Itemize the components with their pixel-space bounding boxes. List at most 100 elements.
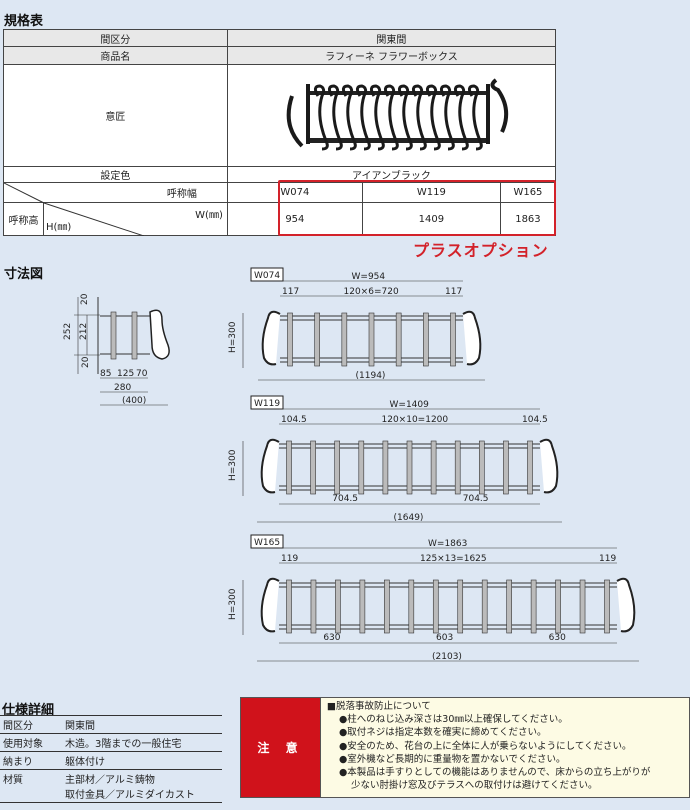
end-right-label: 119 [599,554,616,564]
vertical-bar [286,440,292,495]
side-d3: 70 [136,369,148,379]
detail-label: 間区分 [0,715,62,734]
height-label: H=300 [228,449,238,481]
vertical-bar [454,440,461,495]
caution-body: ■脱落事故防止について ●柱へのねじ込み深さは30㎜以上確保してください。 ●取… [321,698,656,797]
photo-scroll-bar [426,84,442,151]
view-label-box [250,395,284,410]
photo-scroll-bar [356,84,372,151]
width-label: W=1409 [390,400,430,410]
nominal-width-label: 呼称幅 [3,182,228,236]
product-image [226,64,557,167]
detail-label: 納まり [0,751,62,770]
h-mm-label: H(㎜) [46,222,72,233]
nominal-height-label: 呼称高 [3,202,44,236]
side-top: 20 [80,293,90,305]
photo-scroll-bar [468,84,484,151]
vertical-bar [430,440,437,495]
vertical-bar [478,440,485,495]
vertical-bar [395,312,402,367]
view-label: W119 [254,399,280,409]
size-w074: 954 [226,202,363,236]
photo-scroll-bar [440,84,456,151]
end-right-label: 117 [445,287,462,297]
vertical-bar [604,579,610,634]
vertical-bar [530,579,537,634]
design-label: 意匠 [3,64,228,167]
left-scroll-bracket [260,438,280,494]
flower-box-photo [287,78,509,151]
detail-value: 躯体付け [62,751,222,770]
caution-item: ●本製品は手すりとしての機能はありませんので、床からの立ち上がりが [339,767,651,779]
vertical-bar [527,440,533,495]
span-label: 630 [549,633,566,643]
view-label-box [250,534,284,549]
width-label: W=954 [352,272,386,282]
vertical-bar [384,579,390,634]
photo-scroll-bar [328,84,344,151]
side-view: 20 252 212 20 85 125 70 280 (400) [63,293,170,406]
span-label: 603 [436,633,453,643]
span-label: 630 [323,633,340,643]
photo-scroll-bar [314,84,330,151]
overall-label: (1649) [394,513,424,523]
size-header: W(㎜) H(㎜) [43,202,228,236]
caution-heading: ■脱落事故防止について [327,701,431,712]
vertical-bar [481,579,488,634]
caution-item: ●取付ネジは指定本数を確実に締めてください。 [339,727,547,739]
span-label: 704.5 [332,494,358,504]
material-main: 主部材／アルミ鋳物 [65,775,155,786]
photo-scroll-bar [398,84,414,151]
vertical-bar [423,312,429,367]
photo-left-bracket [287,84,311,148]
end-right-label: 104.5 [522,415,548,425]
vertical-bar [334,440,341,495]
product-value: ラフィーネ フラワーボックス [226,46,557,65]
span-label: 704.5 [463,494,489,504]
overall-label: (1194) [356,371,386,381]
right-scroll-bracket [616,577,636,633]
spec-table: 間区分 関東間 商品名 ラフィーネ フラワーボックス 意匠 設定色 アイアンブラ… [3,29,557,236]
details-title: 仕様詳細 [2,703,55,718]
vertical-bar [450,312,456,367]
vertical-bar [432,579,439,634]
vertical-bar [341,312,348,367]
view-label: W074 [254,271,280,281]
side-d1: 85 [100,369,111,379]
side-d2: 125 [117,369,134,379]
product-label: 商品名 [3,46,228,65]
detail-label: 材質 [0,769,62,803]
dimensions-title: 寸法図 [4,267,44,282]
photo-scroll-bar [342,84,358,151]
side-inner: 212 [79,323,89,340]
plus-option-label: プラスオプション [413,241,549,260]
vertical-bar [457,579,464,634]
caution-item: ●柱へのねじ込み深さは30㎜以上確保してください。 [339,714,568,726]
vertical-bar [382,440,389,495]
pitch-label: 120×6=720 [344,287,399,297]
vertical-bar [555,579,561,634]
left-scroll-bracket [260,577,280,633]
size-w165: 1863 [499,202,557,236]
vertical-bar [310,579,317,634]
caution-item: ●室外機など長期的に重量物を置かないでください。 [339,753,566,765]
plus-option-highlight [278,180,556,236]
width-label: W=1863 [428,539,467,549]
height-label: H=300 [228,321,238,353]
right-scroll-bracket [539,438,559,494]
detail-value: 関東間 [62,715,222,734]
photo-scroll-bar [412,84,428,151]
vertical-bar [286,579,292,634]
w-mm-label: W(㎜) [195,210,223,221]
pitch-label: 120×10=1200 [382,415,449,425]
photo-top-rail [306,91,487,95]
view-label: W165 [254,538,280,548]
side-bottom: 20 [81,356,91,368]
photo-scroll-bar [370,84,386,151]
spec-table-title: 規格表 [4,14,44,29]
caution-item-continued: 少ない肘掛け窓及びテラスへの取付けは避けてください。 [351,780,598,792]
end-left-label: 119 [281,554,298,564]
vertical-bar [359,579,366,634]
